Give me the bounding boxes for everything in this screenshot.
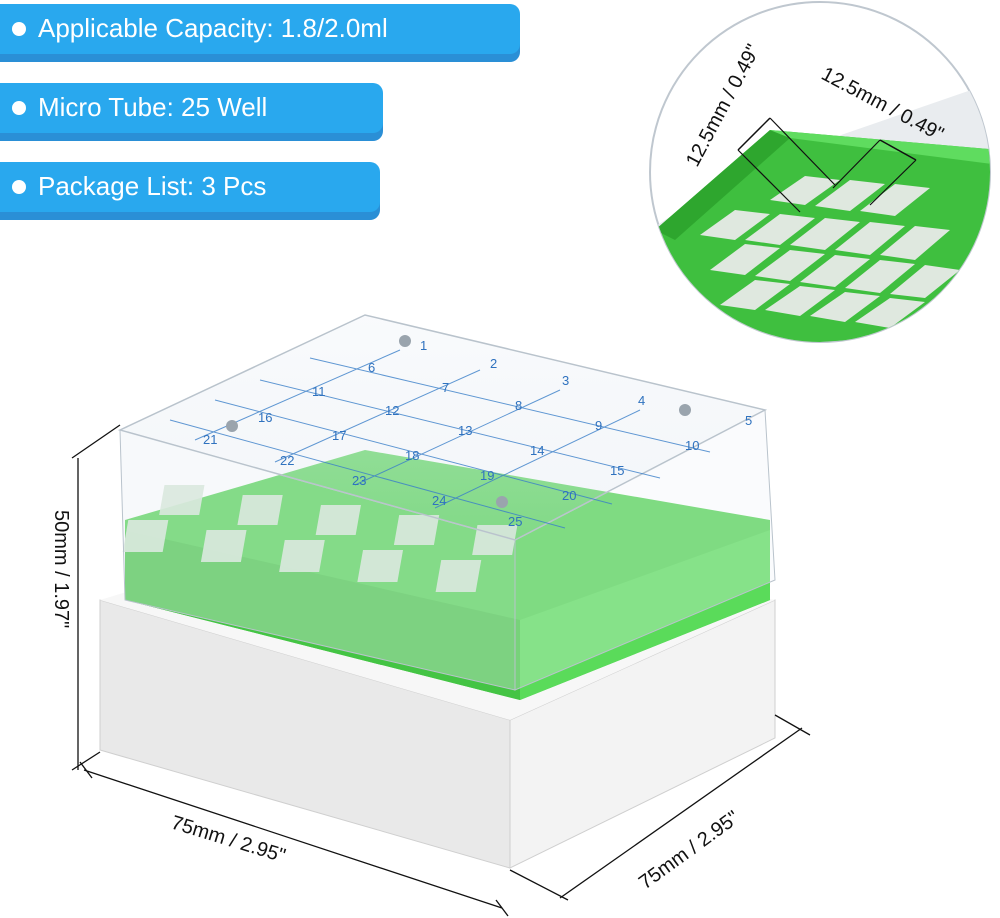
well-number: 21	[203, 432, 217, 447]
well-number: 13	[458, 423, 472, 438]
feature-label: Micro Tube: 25 Well	[38, 92, 268, 122]
well-number: 18	[405, 448, 419, 463]
zoom-inset: 12.5mm / 0.49" 12.5mm / 0.49"	[649, 1, 991, 343]
well-number: 16	[258, 410, 272, 425]
well-number: 1	[420, 338, 427, 353]
width-dimension-label: 75mm / 2.95"	[169, 812, 289, 868]
well-number: 6	[368, 360, 375, 375]
height-dimension-label: 50mm / 1.97"	[50, 510, 72, 628]
well-number: 10	[685, 438, 699, 453]
well-number: 2	[490, 356, 497, 371]
feature-banner-capacity: Applicable Capacity: 1.8/2.0ml	[0, 4, 520, 62]
well-number: 14	[530, 443, 544, 458]
well-number: 17	[332, 428, 346, 443]
well-number: 23	[352, 473, 366, 488]
bullet-icon	[12, 22, 26, 36]
well-number: 25	[508, 514, 522, 529]
well-number: 22	[280, 453, 294, 468]
bullet-icon	[12, 180, 26, 194]
clear-lid: 1 2 3 4 5 6 7 8 9 10 11 12 13 14 15 16 1…	[117, 314, 776, 691]
feature-banner-wells: Micro Tube: 25 Well	[0, 83, 383, 141]
feature-banner-package: Package List: 3 Pcs	[0, 162, 380, 220]
well-number: 20	[562, 488, 576, 503]
well-number: 4	[638, 393, 645, 408]
well-number: 7	[442, 380, 449, 395]
well-number: 5	[745, 413, 752, 428]
well-number: 12	[385, 403, 399, 418]
feature-label: Applicable Capacity: 1.8/2.0ml	[38, 13, 388, 43]
bullet-icon	[12, 101, 26, 115]
well-number: 3	[562, 373, 569, 388]
well-number: 19	[480, 468, 494, 483]
well-number: 15	[610, 463, 624, 478]
feature-label: Package List: 3 Pcs	[38, 171, 267, 201]
well-number: 8	[515, 398, 522, 413]
dimension-lines	[71, 424, 811, 917]
depth-dimension-label: 75mm / 2.95"	[635, 807, 744, 894]
well-number: 24	[432, 493, 446, 508]
well-number: 9	[595, 418, 602, 433]
well-number: 11	[312, 384, 326, 399]
